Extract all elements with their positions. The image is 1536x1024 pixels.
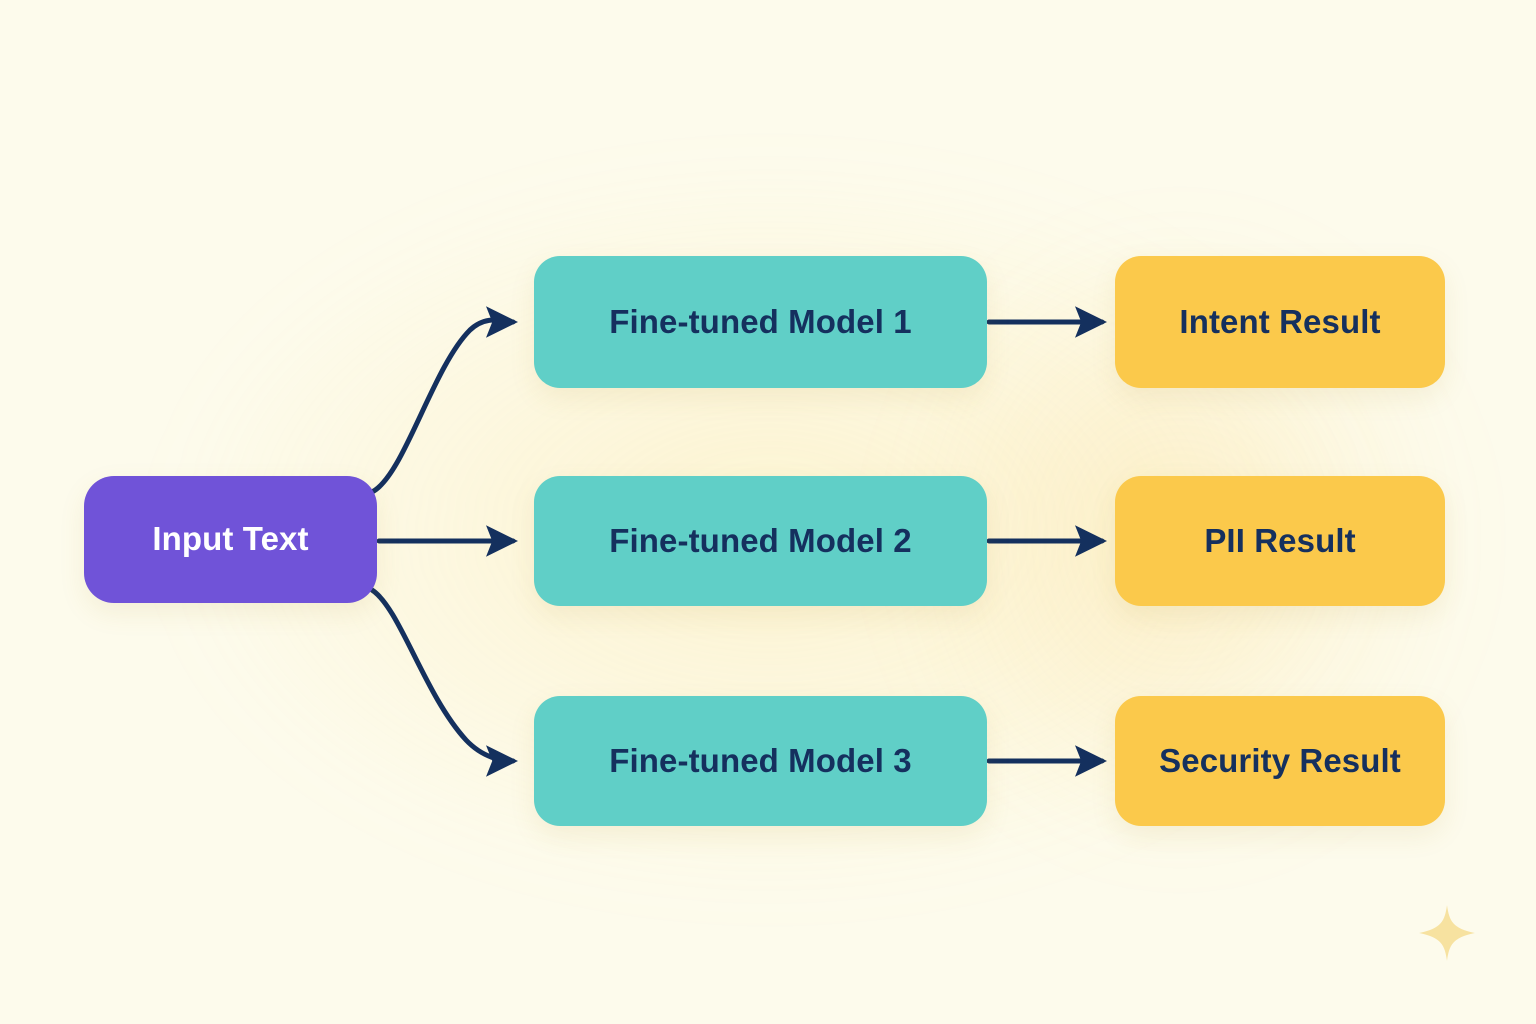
node-security-result-label: Security Result bbox=[1159, 741, 1401, 779]
node-intent-result-label: Intent Result bbox=[1179, 302, 1381, 340]
node-pii-result-label: PII Result bbox=[1204, 521, 1356, 559]
node-security-result[interactable]: Security Result bbox=[1115, 696, 1445, 826]
node-fine-tuned-model-1[interactable]: Fine-tuned Model 1 bbox=[534, 256, 987, 388]
node-input-text-label: Input Text bbox=[152, 520, 309, 558]
node-fine-tuned-model-2-label: Fine-tuned Model 2 bbox=[609, 521, 912, 559]
node-intent-result[interactable]: Intent Result bbox=[1115, 256, 1445, 388]
connector-input-to-model-1 bbox=[369, 306, 518, 495]
node-pii-result[interactable]: PII Result bbox=[1115, 476, 1445, 606]
node-fine-tuned-model-3-label: Fine-tuned Model 3 bbox=[609, 741, 912, 779]
node-input-text[interactable]: Input Text bbox=[84, 476, 377, 603]
node-fine-tuned-model-1-label: Fine-tuned Model 1 bbox=[609, 302, 912, 340]
node-fine-tuned-model-2[interactable]: Fine-tuned Model 2 bbox=[534, 476, 987, 606]
connector-input-to-model-3 bbox=[369, 587, 518, 777]
node-fine-tuned-model-3[interactable]: Fine-tuned Model 3 bbox=[534, 696, 987, 826]
